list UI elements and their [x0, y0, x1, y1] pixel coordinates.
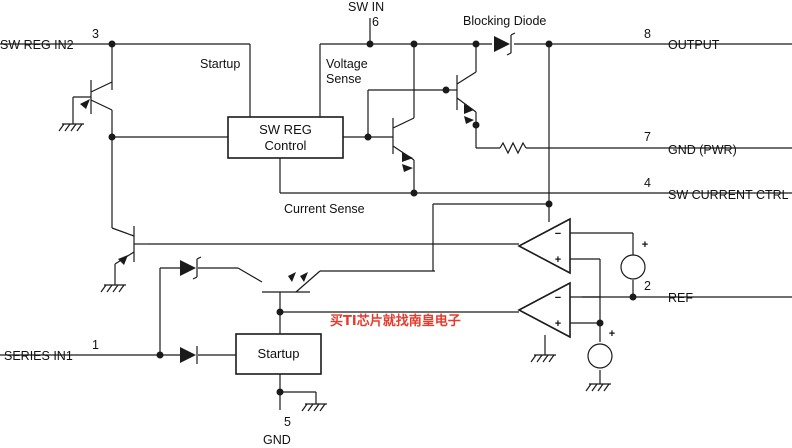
- sw-reg-control-line2: Control: [265, 138, 307, 153]
- blocking-diode-label: Blocking Diode: [463, 14, 546, 28]
- opamp-lower-plus: +: [555, 318, 561, 330]
- voltage-sense-label-line2: Sense: [326, 72, 361, 86]
- sw-reg-control-block: SW REG Control: [227, 116, 344, 159]
- source-upper-plus: +: [642, 239, 648, 251]
- pin-sw-current-ctrl-name: SW CURRENT CTRL: [668, 188, 789, 202]
- voltage-source-lower: +: [587, 328, 615, 369]
- opamp-upper-plus: +: [555, 254, 561, 266]
- source-lower-plus: +: [609, 328, 615, 340]
- pin-sw-reg-in2-name: SW REG IN2: [0, 38, 74, 52]
- pin-sw-in-name: SW IN: [348, 0, 384, 14]
- pin-sw-reg-in2-number: 3: [92, 27, 99, 41]
- pin-series-in1-number: 1: [92, 338, 99, 352]
- opamp-lower-minus: −: [555, 292, 561, 304]
- opamp-upper: − +: [517, 217, 571, 275]
- pin-series-in1-name: SERIES IN1: [4, 349, 73, 363]
- pin-ref-number: 2: [644, 279, 651, 293]
- voltage-sense-label-line1: Voltage: [326, 57, 368, 71]
- voltage-source-upper: +: [620, 239, 648, 280]
- pin-sw-current-ctrl-number: 4: [644, 176, 651, 190]
- pin-output-number: 8: [644, 27, 651, 41]
- transistor-arrows: [80, 99, 474, 282]
- sw-reg-control-line1: SW REG: [259, 122, 312, 137]
- pin-ref-name: REF: [668, 291, 693, 305]
- pin-sw-in-number: 6: [372, 15, 379, 29]
- startup-label: Startup: [200, 57, 240, 71]
- pin-gnd-name: GND: [263, 433, 291, 447]
- pin-output-name: OUTPUT: [668, 38, 720, 52]
- opamp-upper-minus: −: [555, 228, 561, 240]
- junction-dots: [108, 40, 637, 396]
- diode-series: [180, 346, 198, 364]
- watermark-text: 买TI芯片就找南皇电子: [330, 313, 461, 329]
- blocking-diode: [494, 32, 516, 56]
- opamp-lower: − +: [517, 281, 571, 339]
- wires: [0, 18, 792, 412]
- pin-gnd-number: 5: [284, 415, 291, 429]
- signal-labels: Startup Voltage Sense Blocking Diode Cur…: [200, 14, 546, 216]
- diode-top-left: [180, 256, 202, 280]
- current-sense-label: Current Sense: [284, 202, 365, 216]
- pin-gnd-pwr-name: GND (PWR): [668, 143, 737, 157]
- startup-block-label: Startup: [258, 346, 300, 361]
- startup-block: Startup: [235, 333, 322, 375]
- pin-gnd-pwr-number: 7: [644, 130, 651, 144]
